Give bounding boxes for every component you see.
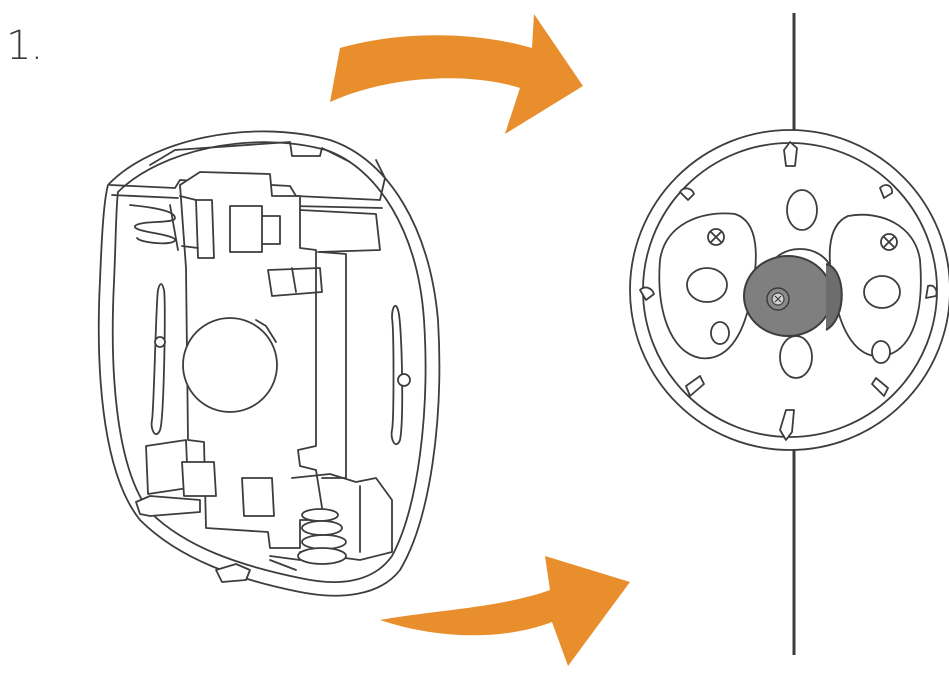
- device-housing: [97, 130, 441, 597]
- mounting-screw: [743, 255, 843, 337]
- lower-arrow: [380, 556, 630, 666]
- step-number: 1.: [6, 23, 43, 69]
- upper-arrow: [330, 14, 583, 134]
